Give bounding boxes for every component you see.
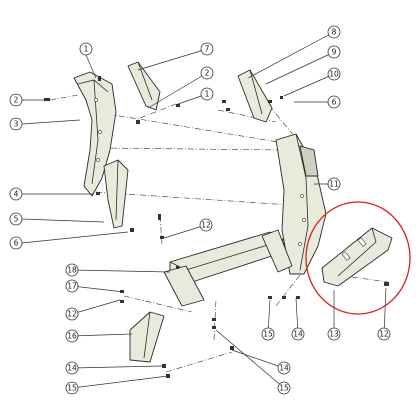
svg-text:10: 10 bbox=[329, 70, 339, 79]
svg-text:12: 12 bbox=[379, 330, 389, 339]
svg-text:15: 15 bbox=[67, 384, 77, 393]
svg-text:6: 6 bbox=[332, 98, 337, 107]
svg-text:15: 15 bbox=[279, 384, 289, 393]
part-11-mouldboard bbox=[275, 133, 327, 275]
callout-11: 11 bbox=[327, 177, 341, 191]
svg-text:14: 14 bbox=[279, 364, 289, 373]
svg-text:6: 6 bbox=[14, 239, 19, 248]
callout-3: 3 bbox=[9, 117, 23, 131]
callout-12-center: 12 bbox=[199, 218, 213, 232]
callout-4: 4 bbox=[9, 187, 23, 201]
callout-12-right: 12 bbox=[377, 327, 391, 341]
svg-text:11: 11 bbox=[329, 180, 339, 189]
part-9-bracket bbox=[237, 69, 273, 123]
callout-1-top: 1 bbox=[200, 87, 214, 101]
callout-14-center: 14 bbox=[291, 327, 305, 341]
callout-8: 8 bbox=[327, 25, 341, 39]
svg-text:16: 16 bbox=[67, 332, 77, 341]
svg-text:13: 13 bbox=[329, 330, 339, 339]
svg-text:18: 18 bbox=[67, 266, 77, 275]
part-13-blade bbox=[321, 227, 393, 287]
highlight-circle bbox=[305, 201, 411, 315]
callout-15-bottom: 15 bbox=[277, 381, 291, 395]
callout-5: 5 bbox=[9, 212, 23, 226]
callout-15-center: 15 bbox=[261, 327, 275, 341]
svg-text:3: 3 bbox=[14, 120, 19, 129]
callout-7: 7 bbox=[200, 42, 214, 56]
callout-2-left: 2 bbox=[9, 93, 23, 107]
callout-17: 17 bbox=[65, 279, 79, 293]
leader-lines bbox=[21, 31, 387, 389]
svg-text:1: 1 bbox=[205, 90, 210, 99]
callout-15-left: 15 bbox=[65, 381, 79, 395]
callout-10: 10 bbox=[327, 67, 341, 81]
callout-6-right: 6 bbox=[327, 95, 341, 109]
callout-13: 13 bbox=[327, 327, 341, 341]
svg-text:9: 9 bbox=[332, 48, 337, 57]
part-7-bracket bbox=[127, 61, 161, 111]
callout-2-top: 2 bbox=[200, 66, 214, 80]
part-18-beam bbox=[163, 229, 293, 307]
svg-text:2: 2 bbox=[205, 69, 210, 78]
svg-text:5: 5 bbox=[14, 215, 19, 224]
svg-text:12: 12 bbox=[201, 221, 211, 230]
svg-text:2: 2 bbox=[14, 96, 19, 105]
svg-text:14: 14 bbox=[293, 330, 303, 339]
callout-16: 16 bbox=[65, 329, 79, 343]
callout-9: 9 bbox=[327, 45, 341, 59]
callout-6-left: 6 bbox=[9, 236, 23, 250]
callout-14-bottom: 14 bbox=[277, 361, 291, 375]
part-5-plate bbox=[103, 159, 129, 229]
svg-text:8: 8 bbox=[332, 28, 337, 37]
svg-text:17: 17 bbox=[67, 282, 77, 291]
callout-14-left: 14 bbox=[65, 361, 79, 375]
svg-text:7: 7 bbox=[205, 45, 210, 54]
svg-text:15: 15 bbox=[263, 330, 273, 339]
part-16-plate bbox=[129, 311, 165, 363]
callout-12-left: 12 bbox=[65, 307, 79, 321]
svg-text:14: 14 bbox=[67, 364, 77, 373]
callout-1-top-left: 1 bbox=[79, 42, 93, 56]
svg-text:4: 4 bbox=[14, 190, 19, 199]
svg-text:12: 12 bbox=[67, 310, 77, 319]
svg-text:1: 1 bbox=[84, 45, 89, 54]
callout-18: 18 bbox=[65, 263, 79, 277]
